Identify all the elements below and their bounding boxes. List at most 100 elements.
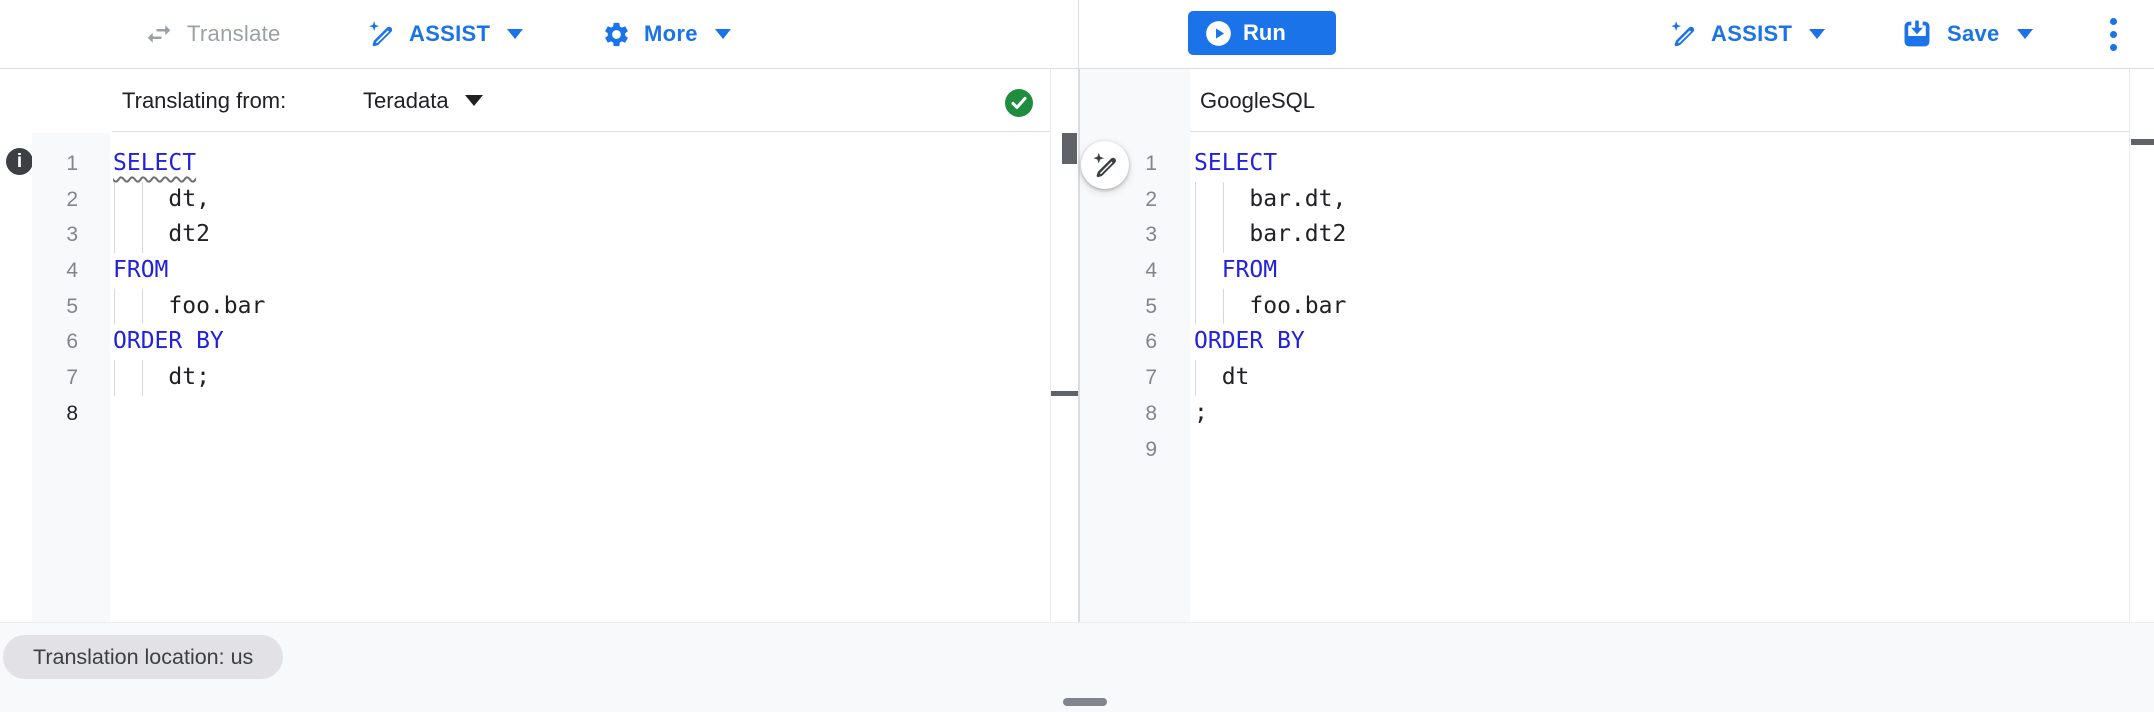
sql-keyword: FROM: [1221, 257, 1278, 284]
line-number: 5: [1145, 294, 1157, 318]
more-dropdown[interactable]: More: [602, 0, 731, 68]
target-dialect-label: GoogleSQL: [1200, 88, 1315, 113]
overflow-menu-button[interactable]: [2098, 0, 2128, 68]
chevron-down-icon: [714, 29, 731, 39]
translation-location-badge: Translation location: us: [3, 635, 284, 679]
source-pane-header: [112, 69, 1050, 132]
code-line: dt2: [113, 217, 963, 254]
lint-info-icon[interactable]: i: [6, 148, 33, 175]
line-number: 8: [1145, 401, 1157, 425]
sql-text: foo.bar: [1194, 292, 1347, 319]
code-line: foo.bar: [113, 288, 963, 325]
code-line: bar.dt,: [1194, 181, 2044, 218]
code-line: SELECT: [1194, 146, 2044, 182]
code-line: ;: [1194, 396, 2044, 432]
chevron-down-icon: [1809, 29, 1826, 39]
spark-pen-icon: [1668, 19, 1698, 49]
line-number: 2: [1145, 187, 1157, 211]
chevron-down-icon: [2016, 29, 2033, 39]
line-number: 4: [66, 259, 78, 283]
line-number: 8: [66, 401, 78, 425]
sql-text: dt;: [113, 364, 210, 391]
translation-valid-check-icon: [1005, 89, 1033, 117]
indent-guide: [1195, 360, 1196, 396]
code-line: FROM: [1194, 253, 2044, 289]
indent-guide: [1223, 181, 1224, 218]
line-number: 7: [1145, 366, 1157, 390]
footer-bar: Translation location: us: [0, 622, 2154, 712]
code-line: ORDER BY: [1194, 324, 2044, 360]
swap-horiz-icon: [144, 19, 174, 49]
indent-guide: [114, 360, 115, 396]
indent-guide: [142, 217, 143, 254]
sql-keyword: ORDER BY: [113, 328, 224, 355]
sql-text: foo.bar: [113, 292, 266, 319]
code-line: bar.dt2: [1194, 217, 2044, 254]
line-number: 4: [1145, 259, 1157, 283]
indent-guide: [114, 288, 115, 325]
indent-guide: [1223, 288, 1224, 325]
chevron-down-icon: [507, 29, 524, 39]
source-scrollbar-track: [1050, 69, 1051, 622]
sql-text: dt,: [113, 185, 210, 212]
code-line: dt: [1194, 360, 2044, 396]
run-button[interactable]: Run: [1188, 11, 1336, 55]
pane-divider: [1078, 69, 1080, 622]
code-line: ORDER BY: [113, 324, 963, 360]
line-number: 5: [66, 294, 78, 318]
code-line: foo.bar: [1194, 288, 2044, 325]
spark-pen-icon: [366, 19, 396, 49]
code-line: dt,: [113, 181, 963, 218]
source-dialect-select[interactable]: Teradata: [363, 69, 483, 132]
sql-text: dt: [1194, 364, 1250, 391]
assist-dropdown-right[interactable]: ASSIST: [1668, 0, 1826, 68]
play-circle-icon: [1205, 20, 1232, 47]
sql-keyword: FROM: [113, 257, 169, 284]
code-line: FROM: [113, 253, 963, 289]
dropdown-arrow-icon: [464, 95, 483, 106]
assist-wand-button[interactable]: [1081, 141, 1129, 189]
save-dropdown[interactable]: Save: [1900, 0, 2033, 68]
sql-text: bar.dt,: [1194, 185, 1347, 212]
indent-guide: [142, 181, 143, 218]
sql-text: bar.dt2: [1194, 221, 1347, 248]
source-overview-marker: [1051, 391, 1078, 396]
code-line: SELECT: [113, 146, 963, 182]
sql-text: [1194, 257, 1222, 283]
indent-guide: [1195, 181, 1196, 218]
indent-guide: [114, 181, 115, 218]
target-scrollbar-track: [2129, 69, 2130, 622]
assist-dropdown-left[interactable]: ASSIST: [366, 0, 524, 68]
source-scrollbar-thumb[interactable]: [1062, 133, 1077, 164]
kebab-dot: [2109, 17, 2117, 25]
line-number: 6: [66, 330, 78, 354]
panel-resize-handle[interactable]: [1063, 698, 1107, 706]
translate-button[interactable]: Translate: [144, 0, 281, 68]
indent-guide: [1195, 217, 1196, 254]
code-line: dt;: [113, 360, 963, 396]
spark-pen-icon: [1090, 150, 1120, 180]
sql-keyword: ORDER BY: [1194, 328, 1305, 355]
toolbar-divider: [1078, 0, 1079, 69]
translating-from-label: Translating from:: [122, 88, 287, 113]
indent-guide: [142, 288, 143, 325]
kebab-dot: [2109, 43, 2117, 51]
line-number: 9: [1145, 437, 1157, 461]
sql-keyword: SELECT: [113, 150, 197, 176]
kebab-dot: [2109, 30, 2117, 38]
indent-guide: [114, 217, 115, 254]
line-number: 1: [1145, 152, 1157, 175]
save-icon: [1900, 17, 1934, 51]
gear-icon: [602, 20, 631, 49]
line-number: 3: [66, 223, 78, 247]
indent-guide: [142, 360, 143, 396]
line-number: 1: [66, 152, 78, 175]
target-pane-header: [1190, 69, 2129, 132]
code-line: [113, 396, 963, 432]
indent-guide: [1195, 288, 1196, 325]
toolbar: Translate ASSIST More Run: [0, 0, 2154, 69]
code-line: [1194, 432, 2044, 468]
